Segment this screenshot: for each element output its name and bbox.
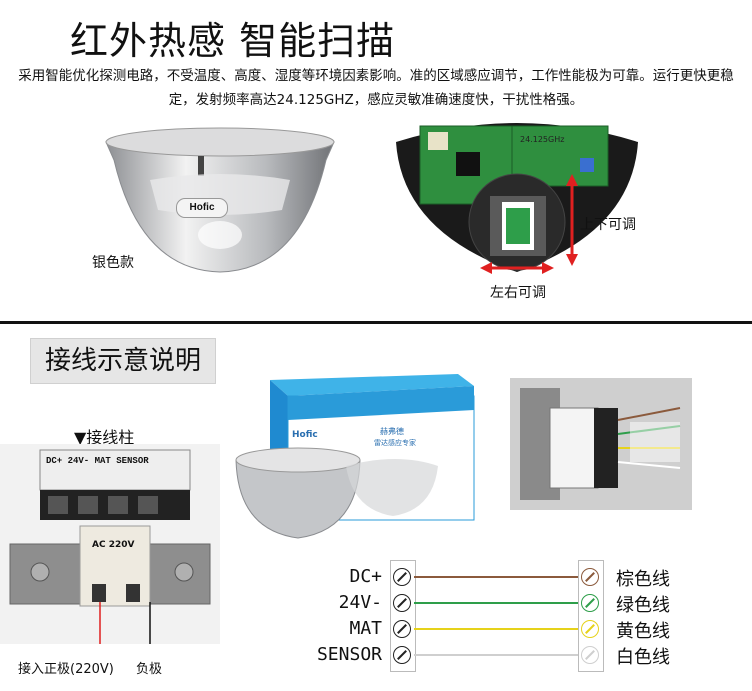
brand-logo: Hofic (176, 198, 228, 218)
wire-color-label: 绿色线 (616, 595, 670, 616)
wire-line (414, 628, 578, 630)
screw-icon (393, 594, 411, 612)
terminal-name: DC+ (349, 566, 382, 587)
wire-color-icon (581, 594, 599, 612)
wire-line (414, 654, 578, 656)
wire-color-label: 白色线 (616, 647, 670, 668)
wire-line (414, 576, 578, 578)
terminal-block-text: DC+ 24V- MAT SENSOR (46, 456, 149, 466)
page-title: 红外热感 智能扫描 (70, 19, 396, 63)
wire-color-label: 黄色线 (616, 621, 670, 642)
positive-label: 接入正极(220V) (18, 662, 114, 677)
negative-label: 负极 (136, 662, 163, 677)
product-box-image (235, 374, 475, 539)
wire-color-icon (581, 620, 599, 638)
terminal-name: 24V- (338, 592, 382, 613)
wiring-section-title: 接线示意说明 (30, 338, 216, 384)
power-terminal-text: AC 220V (92, 540, 135, 550)
terminal-label: ▼接线柱 (74, 428, 135, 447)
adjust-horizontal-label: 左右可调 (490, 285, 546, 301)
box-text: 赫弗德 (380, 427, 404, 436)
installed-wiring-image (510, 378, 692, 510)
adjust-vertical-label: 上下可调 (580, 217, 636, 233)
product-description: 采用智能优化探测电路，不受温度、高度、湿度等环境因素影响。准的区域感应调节，工作… (18, 68, 734, 108)
wire-color-icon (581, 646, 599, 664)
wiring-diagram: DC+ 棕色线 24V- 绿色线 MAT 黄色线 SENSOR 白色线 (300, 560, 740, 676)
screw-icon (393, 568, 411, 586)
terminal-name: SENSOR (316, 644, 382, 665)
wire-color-icon (581, 568, 599, 586)
box-brand: Hofic (292, 430, 318, 440)
terminal-name: MAT (349, 618, 382, 639)
box-subtext: 雷达感应专家 (374, 439, 416, 447)
pcb-internal-image (396, 123, 638, 274)
wire-line (414, 602, 578, 604)
screw-icon (393, 620, 411, 638)
pcb-chip-text: 24.125GHz (520, 135, 565, 144)
screw-icon (393, 646, 411, 664)
wire-color-label: 棕色线 (616, 569, 670, 590)
variant-label: 银色款 (92, 255, 134, 271)
terminal-block-image (0, 444, 220, 644)
section-divider (0, 321, 752, 324)
